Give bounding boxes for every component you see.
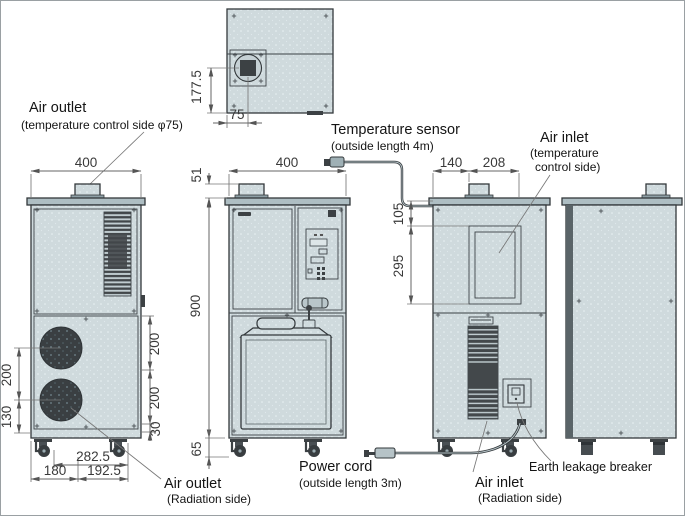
brand-logo [238,212,251,216]
air-outlet-rad-label: Air outlet (Radiation side) [70,407,251,506]
air-inlet-rad-sub: (Radiation side) [478,491,562,505]
front-view [224,183,351,459]
air-inlet-temp-leader [498,174,551,254]
dim-front-duct-h: 51 [189,167,204,182]
right-side-view [561,183,683,455]
air-inlet-temp-l2: (temperature [530,146,599,160]
air-outlet-temp-label: Air outlet (temperature control side φ75… [21,100,183,186]
power-cord: Power cord (outside length 3m) [299,422,522,490]
earth-breaker-leader [516,402,552,462]
air-inlet-temp-label: Air inlet (temperature control side) [498,130,600,254]
power-plug [374,447,396,459]
caster-wheel [32,437,54,459]
dim-front-body-h: 900 [188,295,203,318]
air-inlet-window [468,225,522,305]
rear-view-dimensions: 140 208 105 295 [391,155,520,305]
air-inlet-rad-title: Air inlet [475,475,523,491]
air-inlet-temp-l1: Air inlet [540,130,588,146]
dim-rear-duct-right: 208 [483,155,506,170]
door-handle [301,297,329,309]
support-foot [578,439,596,455]
air-outlet-temp-title: Air outlet [29,100,86,116]
temp-sensor-label-1: Temperature sensor [331,122,460,138]
dim-rear-duct-left: 140 [440,155,463,170]
dim-left-base-left: 180 [44,463,67,478]
dim-front-caster-h: 65 [189,441,204,456]
tank-lever-knob [306,305,312,311]
air-inlet-temp-l3: control side) [535,160,600,174]
control-panel [305,228,339,280]
temp-sensor-label-2: (outside length 4m) [331,139,434,153]
top-view [226,8,334,115]
air-outlet-rad-sub: (Radiation side) [167,492,251,506]
temperature-sensor: Temperature sensor (outside length 4m) [324,122,460,208]
dim-front-width: 400 [276,155,299,170]
left-side-view [26,183,146,459]
drain-tank [239,305,333,430]
sensor-cable [342,160,433,208]
dim-left-fan-to-bottom: 130 [1,406,14,429]
front-door-panel [232,208,293,310]
support-foot [650,439,668,455]
earth-leakage-breaker [502,378,532,408]
earth-breaker-text: Earth leakage breaker [529,460,652,474]
dim-top-offset-x: 75 [229,107,244,122]
air-outlet-temp-leader [88,131,145,186]
front-view-dimensions: 400 51 900 65 [188,155,347,469]
rear-view [428,183,551,459]
power-cord-label-1: Power cord [299,459,372,475]
sensor-probe-tip [324,159,330,166]
power-cord-label-2: (outside length 3m) [299,476,402,490]
air-inlet-rad-leader [472,420,488,473]
earth-breaker-label: Earth leakage breaker [516,402,652,474]
left-view-dimensions: 400 200 130 200 200 30 282.5 180 192.5 [1,155,163,482]
caster-wheel [228,437,250,459]
dim-left-caster-span: 282.5 [76,449,110,464]
dim-left-width: 400 [75,155,98,170]
dim-left-base-right: 192.5 [87,463,121,478]
display-window [309,238,328,247]
dim-top-offset-y: 177.5 [189,70,204,104]
air-outlet-rad-title: Air outlet [164,476,221,492]
dim-left-right-upper: 200 [147,333,162,356]
dim-rear-inlet-h: 295 [391,255,406,278]
tank-handle [256,317,296,330]
dim-rear-inlet-top: 105 [391,203,406,226]
air-outlet-temp-sub: (temperature control side φ75) [21,118,183,132]
caster-wheel [499,437,521,459]
outlet-port-opening [240,60,256,76]
air-inlet-rad-label: Air inlet (Radiation side) [472,420,562,505]
dim-left-bottom-margin: 30 [148,421,163,436]
caster-wheel [302,437,324,459]
top-view-dimensions: 177.5 75 [189,67,262,128]
dim-left-fan-pitch: 200 [1,364,14,387]
dim-left-right-lower: 200 [147,387,162,410]
caster-wheel [107,437,129,459]
air-outlet-rad-leader [70,407,162,480]
